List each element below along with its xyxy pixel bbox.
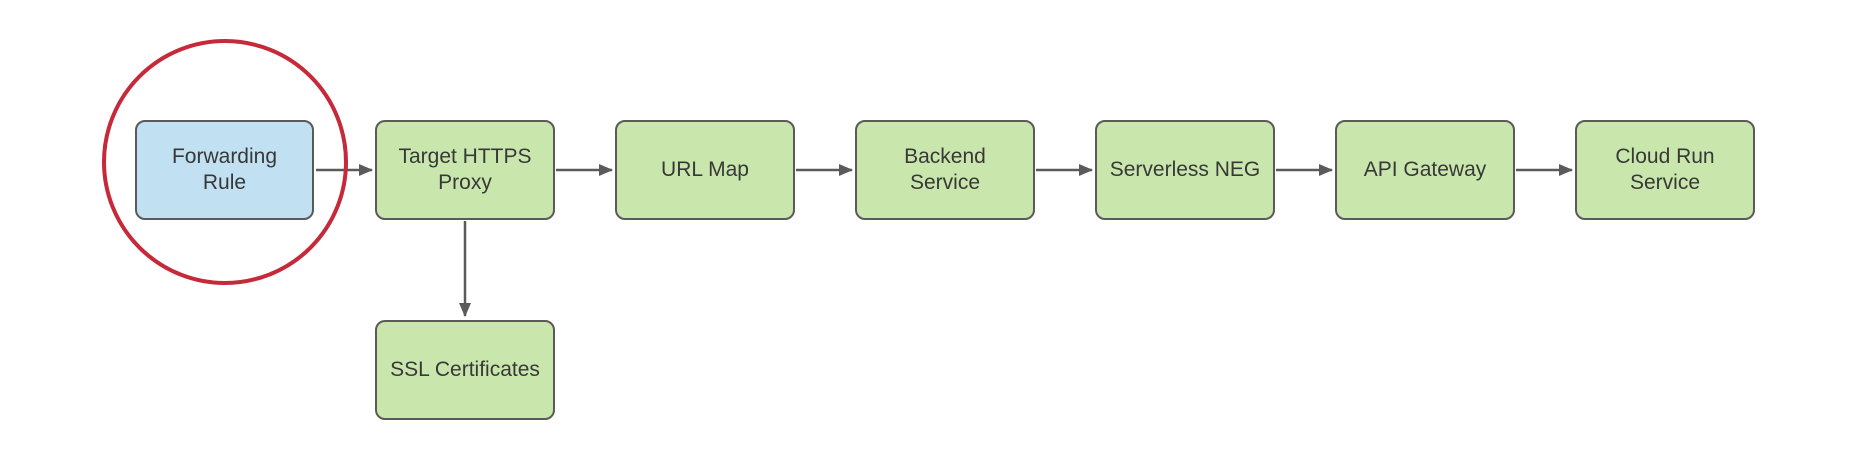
node-label: Serverless NEG (1109, 158, 1261, 181)
node-target-https-proxy: Target HTTPS Proxy (375, 120, 555, 220)
node-api-gateway: API Gateway (1335, 120, 1515, 220)
node-label: Cloud Run Service (1615, 145, 1715, 194)
node-url-map: URL Map (615, 120, 795, 220)
node-label: Backend Service (904, 145, 986, 194)
node-label: API Gateway (1363, 158, 1487, 181)
node-backend-service: Backend Service (855, 120, 1035, 220)
node-cloud-run-service: Cloud Run Service (1575, 120, 1755, 220)
node-label: SSL Certificates (390, 358, 540, 381)
node-forwarding-rule: Forwarding Rule (135, 120, 314, 220)
node-label: Target HTTPS Proxy (398, 145, 532, 194)
node-label: Forwarding Rule (171, 145, 278, 194)
node-serverless-neg: Serverless NEG (1095, 120, 1275, 220)
node-label: URL Map (661, 158, 749, 181)
node-ssl-certificates: SSL Certificates (375, 320, 555, 420)
